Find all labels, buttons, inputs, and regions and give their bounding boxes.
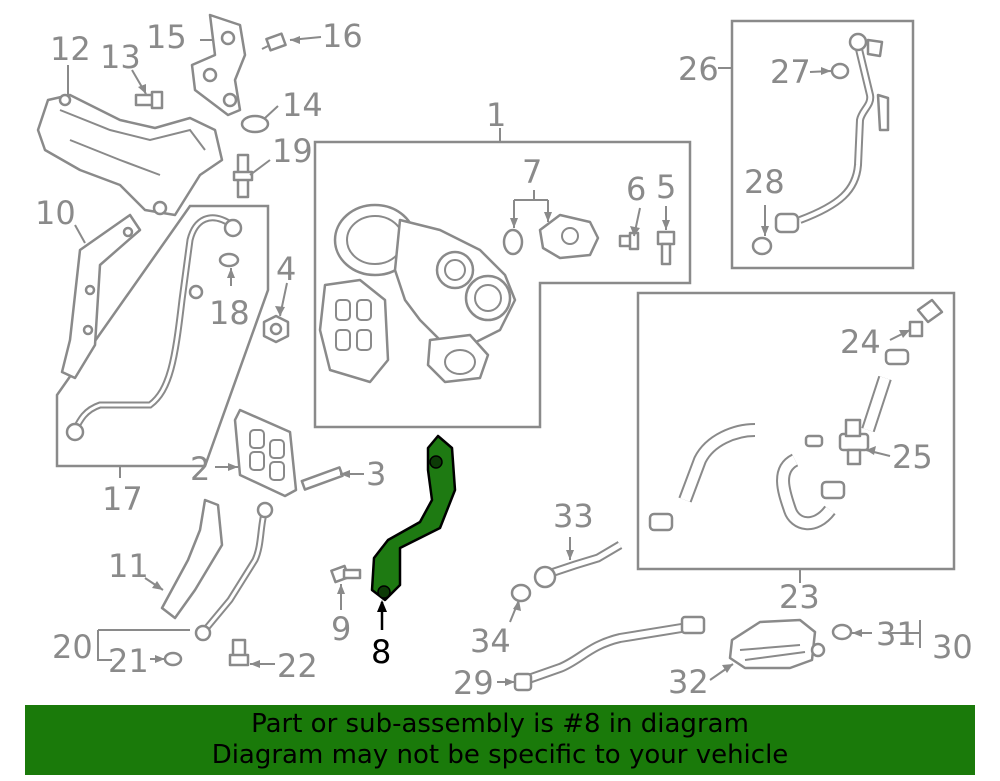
- bolt-part-13: [134, 90, 164, 110]
- callout-18: 18: [209, 294, 250, 332]
- callout-34: 34: [470, 622, 511, 660]
- callout-29: 29: [453, 664, 494, 700]
- callout-23: 23: [779, 578, 820, 616]
- shield-part-11: [160, 498, 224, 620]
- hose-part-23: [648, 348, 910, 532]
- callout-16: 16: [322, 17, 363, 55]
- washer-part-21: [163, 651, 183, 667]
- callout-5: 5: [656, 168, 676, 206]
- callout-31: 31: [876, 615, 917, 653]
- callout-1: 1: [486, 96, 506, 134]
- washer-part-27: [830, 62, 850, 80]
- connector-part-24: [908, 298, 944, 338]
- washer-part-28: [751, 236, 773, 256]
- box-coolant-group-23: [636, 291, 956, 571]
- washer-part-34: [510, 583, 532, 603]
- callout-26: 26: [678, 50, 719, 88]
- bolt-part-22: [228, 638, 250, 667]
- callout-2: 2: [190, 450, 210, 488]
- pipe-part-30: [728, 618, 826, 670]
- callout-33: 33: [553, 497, 594, 535]
- callout-30: 30: [932, 628, 973, 666]
- callout-19: 19: [272, 132, 313, 170]
- bracket-part-8-highlighted: [370, 434, 457, 602]
- callout-28: 28: [744, 163, 785, 201]
- washer-part-31: [831, 623, 853, 641]
- turbocharger-part-1: [318, 203, 517, 384]
- washer-part-18: [218, 252, 240, 268]
- callout-6: 6: [626, 170, 646, 208]
- heat-shield-part-12: [36, 93, 224, 217]
- leader-arrowheads: [138, 36, 910, 686]
- callout-4: 4: [276, 250, 296, 288]
- stud-part-19: [232, 153, 254, 199]
- gasket-part-10: [60, 213, 142, 380]
- callout-25: 25: [892, 438, 933, 476]
- sensor-part-5: [656, 230, 676, 266]
- bolt-part-9: [330, 564, 362, 584]
- callout-27: 27: [770, 53, 811, 91]
- callout-10: 10: [35, 194, 76, 232]
- banner-line-1: Part or sub-assembly is #8 in diagram: [251, 709, 749, 739]
- oil-line-part-17: [65, 214, 243, 442]
- callout-17: 17: [102, 480, 143, 518]
- leader-lines: [67, 36, 921, 683]
- pipe-part-33: [533, 541, 623, 589]
- callout-32: 32: [668, 663, 709, 700]
- box-turbocharger-group: [313, 140, 692, 429]
- callout-8-highlighted: 8: [371, 633, 391, 671]
- gasket-part-14: [240, 114, 270, 134]
- pipe-part-20: [194, 501, 274, 642]
- callout-15: 15: [146, 18, 187, 56]
- callout-3: 3: [366, 455, 386, 493]
- callout-7: 7: [522, 153, 542, 191]
- bolt-part-16: [261, 32, 287, 52]
- callout-22: 22: [277, 647, 318, 685]
- callout-11: 11: [108, 547, 149, 585]
- callout-20: 20: [52, 628, 93, 666]
- nut-part-4: [262, 314, 290, 344]
- callout-21: 21: [108, 642, 149, 680]
- callout-24: 24: [840, 323, 881, 361]
- info-banner: Part or sub-assembly is #8 in diagram Di…: [25, 705, 975, 775]
- bracket-part-15: [190, 13, 247, 117]
- box-oil-line-group-17: [55, 204, 270, 468]
- box-pipe-group-26: [730, 19, 915, 270]
- gasket-part-2: [233, 408, 298, 498]
- callout-14: 14: [282, 86, 323, 124]
- stud-part-3: [300, 466, 344, 491]
- banner-line-2: Diagram may not be specific to your vehi…: [211, 740, 789, 770]
- parts-diagram: 1 2 3 4 5 6 7 8 9 10 11 12 13 14 15 16 1…: [35, 13, 973, 700]
- pipe-part-29: [513, 615, 706, 692]
- pipe-part-26: [774, 32, 890, 234]
- leader-arrowhead-8: [377, 600, 387, 612]
- callout-12: 12: [50, 30, 91, 68]
- tee-fitting-part-25: [838, 418, 870, 466]
- callout-13: 13: [100, 38, 141, 76]
- fitting-part-6: [618, 231, 640, 251]
- callout-9: 9: [331, 610, 351, 648]
- actuator-part-7: [502, 213, 600, 260]
